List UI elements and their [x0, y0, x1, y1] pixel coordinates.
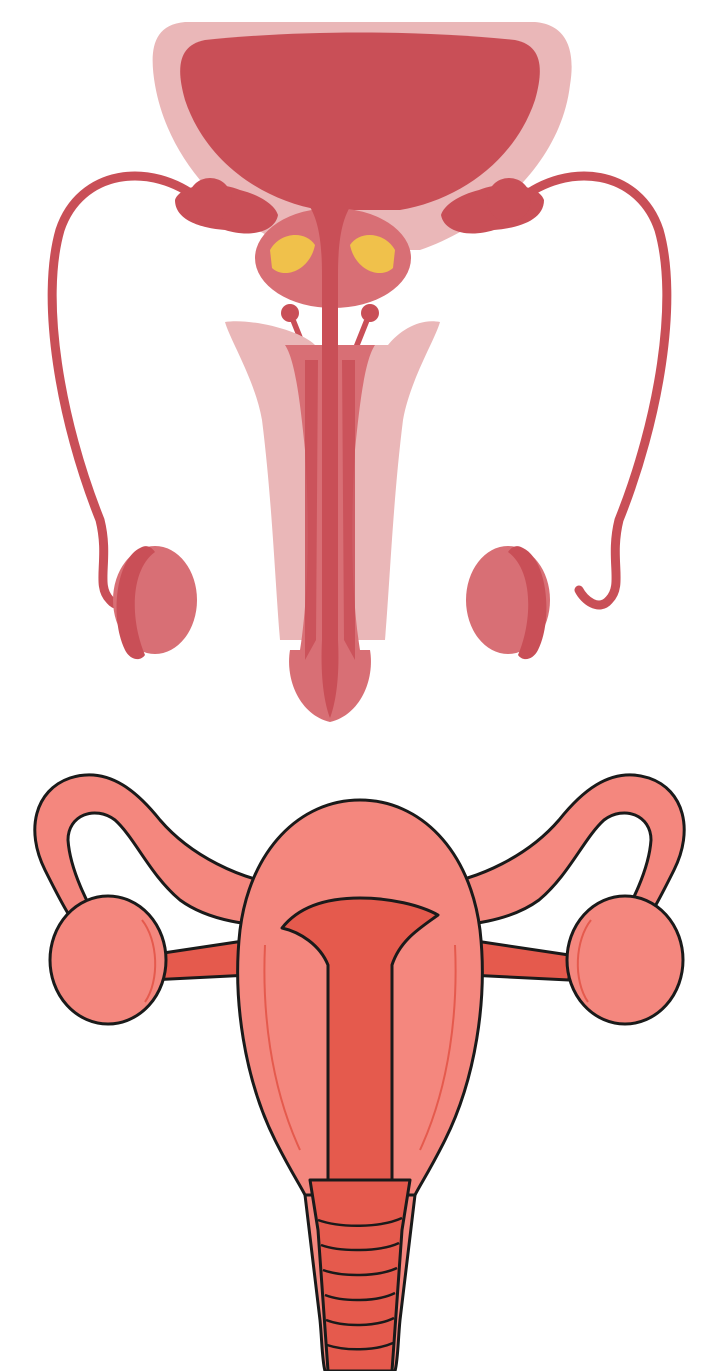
urethra [322, 270, 339, 718]
female-reproductive-system-icon [0, 740, 719, 1371]
ovarian-ligament-right [469, 940, 569, 980]
testis-left [113, 546, 197, 659]
ovary-right [567, 896, 683, 1024]
testis-right [466, 546, 550, 659]
male-reproductive-system-icon [0, 0, 719, 740]
ovary-left [50, 896, 166, 1024]
